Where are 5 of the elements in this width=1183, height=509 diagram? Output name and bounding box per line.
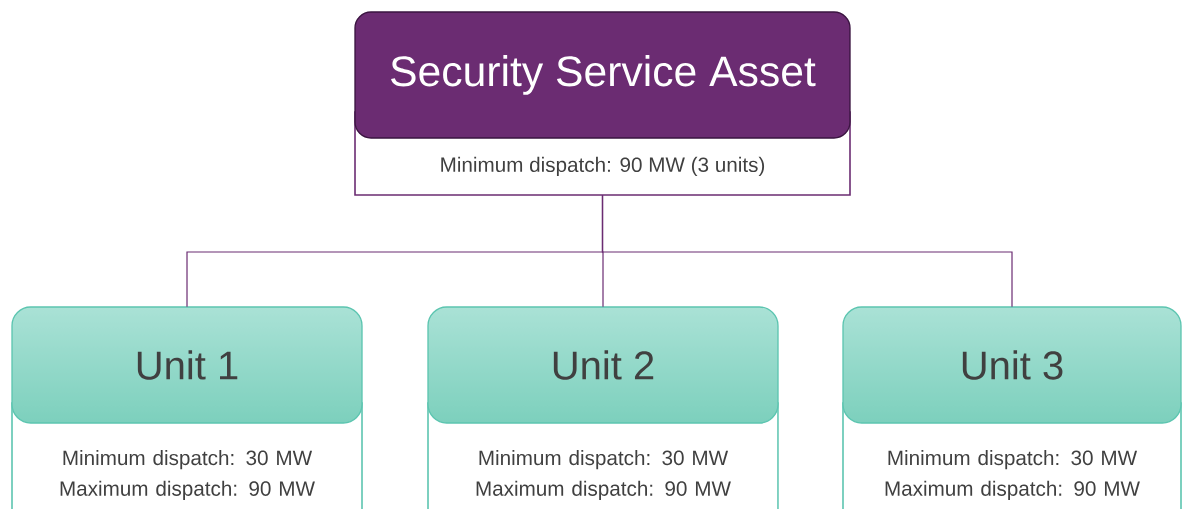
connector-line xyxy=(601,194,1013,308)
header-box: Unit 3 xyxy=(842,306,1182,424)
header-box: Security Service Asset xyxy=(354,11,851,139)
header-box: Unit 1 xyxy=(11,306,363,424)
header-box: Unit 2 xyxy=(427,306,779,424)
